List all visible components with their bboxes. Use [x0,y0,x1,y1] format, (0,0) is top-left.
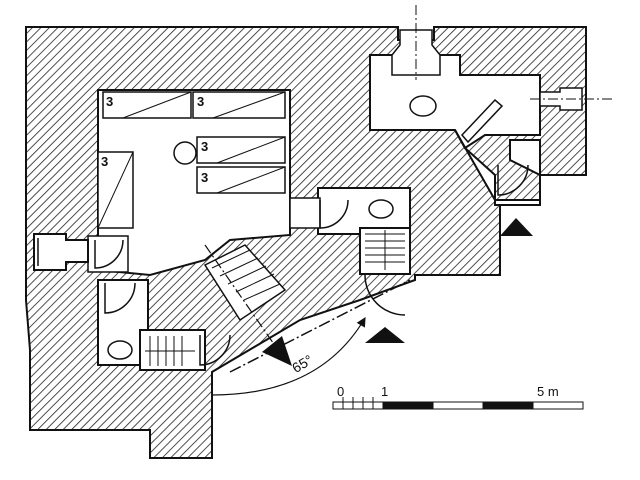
bunk-4: 3 [196,166,286,194]
doors [94,164,529,366]
entrance-arrow-right [500,218,533,236]
wc-passage [289,197,321,229]
right-corridor [454,129,541,206]
blast-deflector [460,98,504,144]
bunk-2: 3 [192,91,286,119]
scale-tick-5: 5 m [537,384,559,399]
right-stair-steps [365,230,405,270]
wc-room [317,187,411,235]
bunk-1: 3 [102,91,192,119]
bunk-5: 3 [97,151,134,229]
upper-right-room [369,54,541,150]
bunk-1-label: 3 [106,94,113,109]
bunk-3: 3 [196,136,286,164]
lower-stair-steps [145,336,195,366]
scale-tick-1: 1 [381,384,388,399]
bunk-4-label: 3 [201,170,208,185]
left-entrance-room [87,235,129,273]
bunk-2-label: 3 [197,94,204,109]
bunk-3-label: 3 [201,139,208,154]
vent-circle-upper-right [409,95,437,117]
diagonal-stair [203,244,287,322]
vent-circle-lower-left [107,340,133,360]
vent-circle-wc [368,199,394,219]
axis-line-1 [204,244,286,361]
axis-line-2 [229,279,411,373]
top-air-intake [391,29,441,76]
vent-circle-main [173,141,197,165]
scale-bar: 0 1 5 m [332,384,584,410]
bunk-5-label: 3 [101,154,108,169]
left-entrance-plug [33,233,89,271]
scale-tick-0: 0 [337,384,344,399]
angle-arc [211,316,366,396]
entrance-arrow-center [365,327,405,343]
lower-stair-room [139,329,206,371]
diagonal-stair-steps [211,249,281,301]
